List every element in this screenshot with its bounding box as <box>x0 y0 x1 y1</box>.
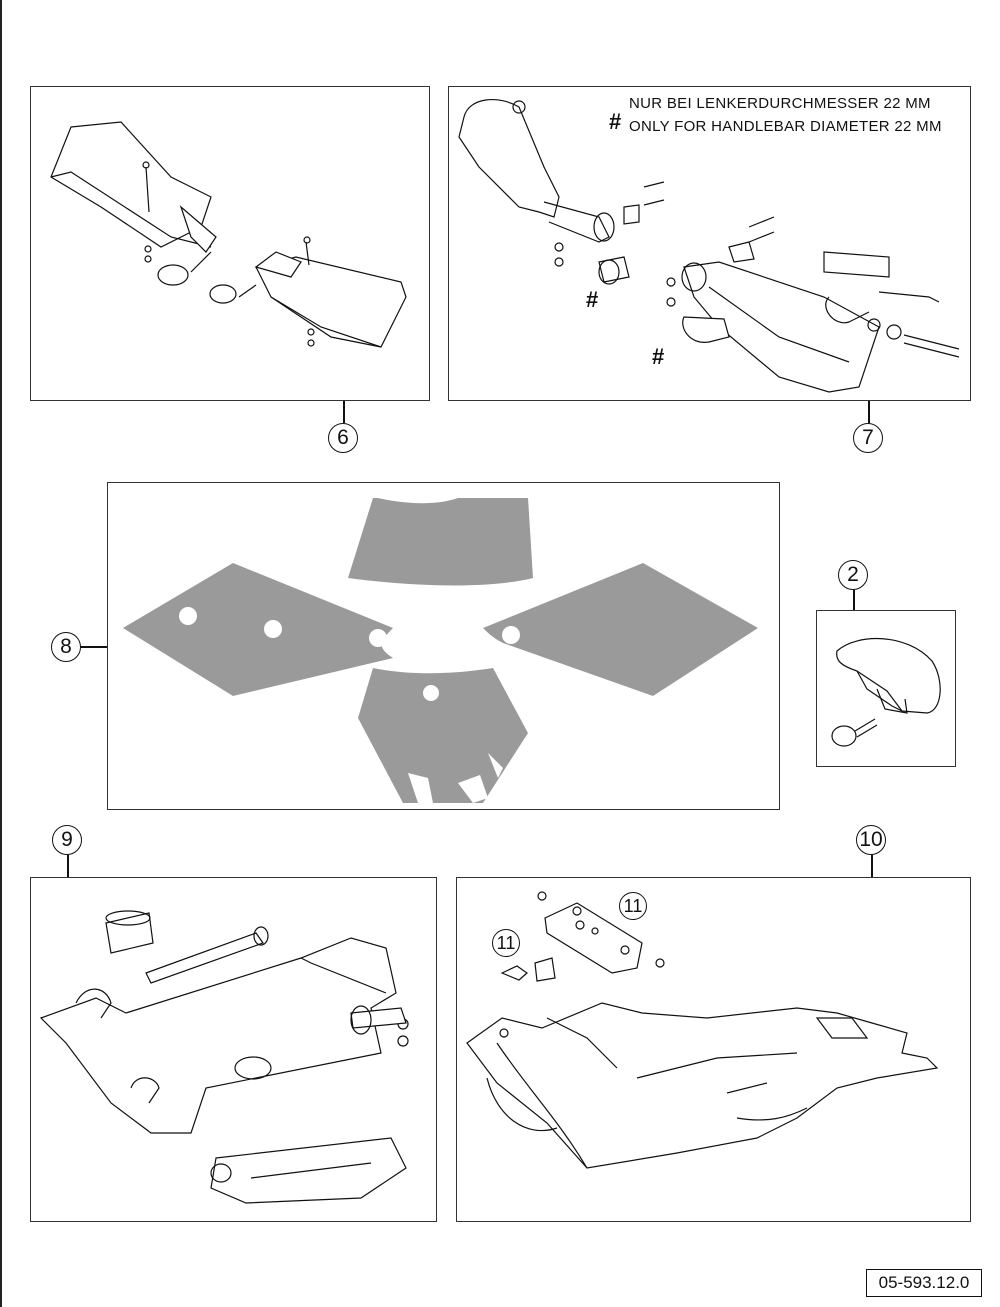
callout-7: 7 <box>853 423 883 453</box>
leader-line-9 <box>67 855 69 877</box>
hash-marker-clamp-upper: # <box>586 287 599 312</box>
note-line-german: NUR BEI LENKERDURCHMESSER 22 MM <box>629 95 931 112</box>
page-edge-rule <box>0 0 2 1307</box>
decal-set-drawing <box>123 498 758 803</box>
leader-line-10 <box>871 855 873 877</box>
callout-8: 8 <box>51 632 81 662</box>
callout-9: 9 <box>52 825 82 855</box>
part-2-drawing <box>831 637 941 747</box>
document-number: 05-593.12.0 <box>866 1269 982 1297</box>
leader-line-6 <box>343 401 345 423</box>
callout-2: 2 <box>838 560 868 590</box>
note-hash-symbol: # <box>609 109 622 134</box>
leader-line-2 <box>853 590 855 610</box>
leader-line-8 <box>80 646 107 648</box>
wraparound-handguard-drawing <box>458 99 960 393</box>
panel-part-2 <box>816 610 956 767</box>
panel-handguard-set-6 <box>30 86 430 401</box>
skid-plate-9-drawing <box>39 910 409 1204</box>
callout-11-upper: 11 <box>619 892 647 920</box>
panel-skid-plate-10 <box>456 877 971 1222</box>
leader-line-7 <box>868 401 870 423</box>
hash-marker-clamp-lower: # <box>652 344 665 369</box>
panel-skid-plate-9 <box>30 877 437 1222</box>
callout-6: 6 <box>328 423 358 453</box>
callout-10: 10 <box>856 825 886 855</box>
callout-11-lower: 11 <box>492 929 520 957</box>
panel-decal-set-8 <box>107 482 780 810</box>
panel-handguard-set-7: # NUR BEI LENKERDURCHMESSER 22 MM ONLY F… <box>448 86 971 401</box>
handguard-drawing <box>50 121 407 348</box>
skid-plate-10-drawing <box>466 891 939 1169</box>
note-line-english: ONLY FOR HANDLEBAR DIAMETER 22 MM <box>629 118 942 135</box>
